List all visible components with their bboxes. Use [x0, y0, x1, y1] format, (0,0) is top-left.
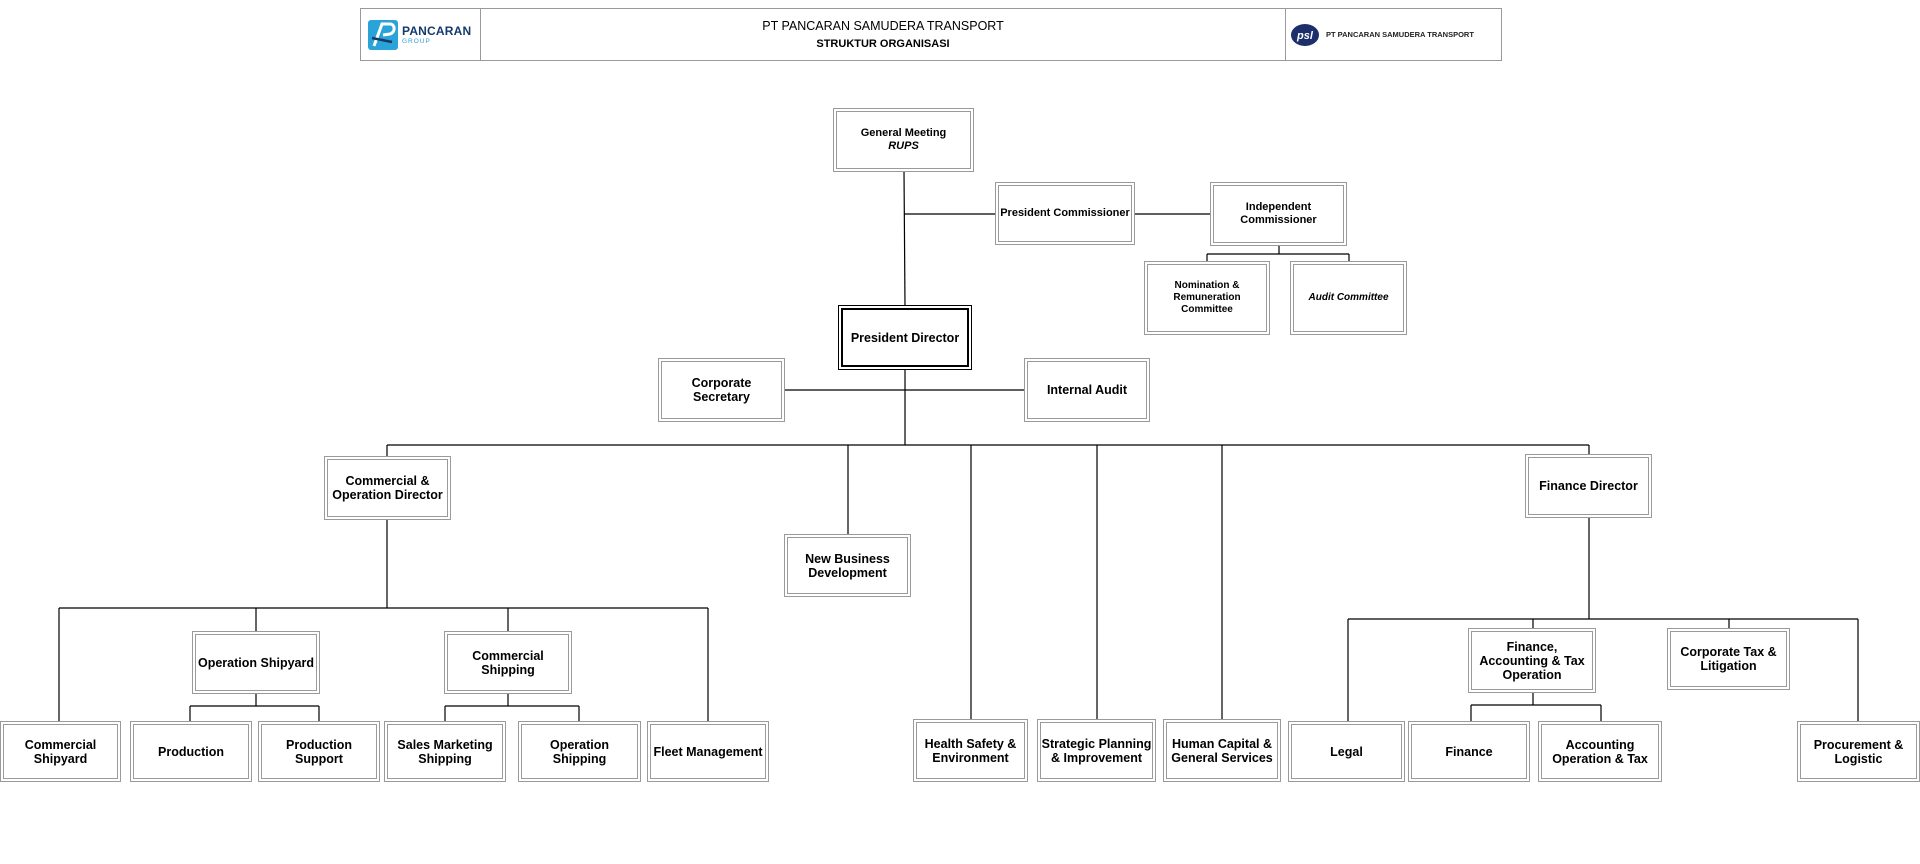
pancaran-group-icon [368, 19, 398, 50]
general-meeting-box: General Meeting RUPS [833, 108, 974, 172]
president-commissioner-box: President Commissioner [995, 182, 1135, 245]
company-title: PT PANCARAN SAMUDERA TRANSPORT [762, 18, 1004, 33]
finance-director-label: Finance Director [1539, 479, 1638, 493]
commercial-shipyard-label: Commercial Shipyard [24, 737, 97, 766]
nomination-remuneration-committee-box: Nomination & Remuneration Committee [1144, 261, 1270, 335]
general-meeting-label: General Meeting [860, 127, 947, 139]
production-support-box: Production Support [258, 721, 380, 782]
nomination-committee-label: Nomination & Remuneration Committee [1173, 280, 1241, 315]
strategic-planning-label: Strategic Planning & Improvement [1041, 736, 1152, 765]
health-safety-environment-box: Health Safety & Environment [913, 719, 1028, 782]
psl-logo-text: PT PANCARAN SAMUDERA TRANSPORT [1326, 30, 1474, 39]
president-director-label: President Director [850, 330, 960, 345]
operation-shipyard-box: Operation Shipyard [192, 631, 320, 694]
internal-audit-label: Internal Audit [1046, 383, 1128, 397]
independent-commissioner-box: Independent Commissioner [1210, 182, 1347, 246]
accounting-operation-tax-box: Accounting Operation & Tax [1538, 721, 1662, 782]
corporate-secretary-box: Corporate Secretary [658, 358, 785, 422]
production-box: Production [130, 721, 252, 782]
finance-box: Finance [1408, 721, 1530, 782]
document-header: PANCARAN GROUP PT PANCARAN SAMUDERA TRAN… [360, 8, 1502, 61]
commercial-shipping-label: Commercial Shipping [472, 648, 544, 677]
human-capital-label: Human Capital & General Services [1171, 736, 1273, 765]
rups-label: RUPS [888, 140, 919, 152]
fleet-management-box: Fleet Management [647, 721, 769, 782]
finance-director-box: Finance Director [1525, 454, 1652, 518]
sales-marketing-shipping-box: Sales Marketing Shipping [384, 721, 506, 782]
commercial-shipyard-box: Commercial Shipyard [0, 721, 121, 782]
health-safety-label: Health Safety & Environment [924, 736, 1017, 765]
psl-logo: psl PT PANCARAN SAMUDERA TRANSPORT [1285, 9, 1501, 60]
document-subtitle: STRUKTUR ORGANISASI [816, 37, 950, 50]
strategic-planning-box: Strategic Planning & Improvement [1037, 719, 1156, 782]
finance-accounting-tax-operation-label: Finance, Accounting & Tax Operation [1479, 639, 1585, 682]
audit-committee-box: Audit Committee [1290, 261, 1407, 335]
operation-shipping-box: Operation Shipping [518, 721, 641, 782]
president-director-box: President Director [838, 305, 972, 370]
fleet-management-label: Fleet Management [653, 744, 763, 759]
corporate-secretary-label: Corporate Secretary [691, 376, 752, 404]
internal-audit-box: Internal Audit [1024, 358, 1150, 422]
commercial-operation-director-box: Commercial & Operation Director [324, 456, 451, 520]
finance-accounting-tax-operation-box: Finance, Accounting & Tax Operation [1468, 628, 1596, 693]
legal-label: Legal [1330, 744, 1363, 759]
procurement-label: Procurement & Logistic [1813, 737, 1904, 766]
production-support-label: Production Support [286, 737, 352, 766]
sales-marketing-shipping-label: Sales Marketing Shipping [397, 737, 493, 766]
finance-label: Finance [1445, 744, 1493, 759]
pancaran-logo-text: PANCARAN [402, 24, 472, 38]
audit-committee-label: Audit Committee [1308, 292, 1389, 303]
corporate-tax-label: Corporate Tax & Litigation [1680, 645, 1777, 673]
operation-shipyard-label: Operation Shipyard [198, 655, 314, 670]
human-capital-box: Human Capital & General Services [1163, 719, 1281, 782]
psl-logo-icon: psl [1291, 23, 1319, 46]
independent-commissioner-label: Independent Commissioner [1240, 201, 1317, 226]
procurement-logistic-box: Procurement & Logistic [1797, 721, 1920, 782]
legal-box: Legal [1288, 721, 1405, 782]
group-logo-text: GROUP [402, 38, 431, 45]
president-commissioner-label: President Commissioner [1000, 207, 1130, 219]
commercial-shipping-box: Commercial Shipping [444, 631, 572, 694]
pancaran-group-logo: PANCARAN GROUP [361, 9, 481, 60]
production-label: Production [158, 744, 224, 759]
new-business-development-box: New Business Development [784, 534, 911, 597]
operation-shipping-label: Operation Shipping [549, 737, 610, 766]
new-business-development-label: New Business Development [805, 551, 890, 580]
accounting-operation-tax-label: Accounting Operation & Tax [1552, 737, 1648, 766]
commercial-operation-director-label: Commercial & Operation Director [332, 474, 443, 502]
corporate-tax-litigation-box: Corporate Tax & Litigation [1667, 628, 1790, 690]
svg-text:psl: psl [1296, 30, 1314, 42]
